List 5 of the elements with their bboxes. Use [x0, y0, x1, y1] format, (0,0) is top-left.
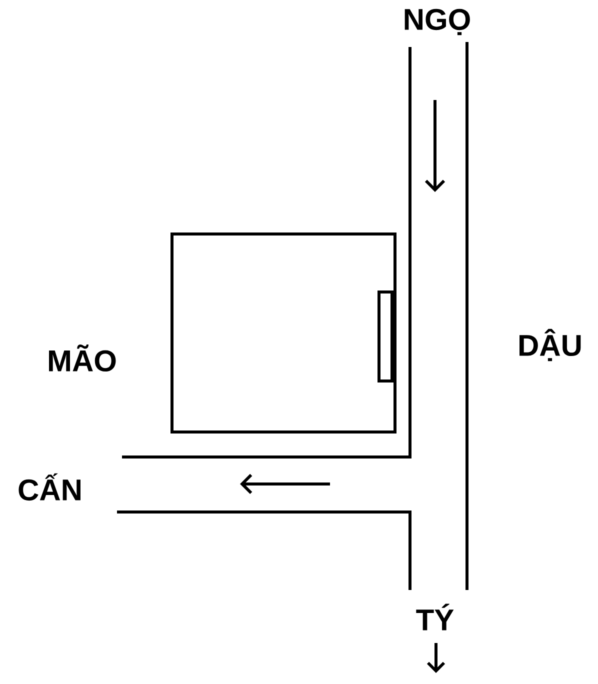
direction-label: TÝ [416, 604, 454, 630]
direction-label: DẬU [520, 328, 581, 362]
direction-label: MÃO [49, 344, 116, 372]
direction-label: CẤN [18, 473, 80, 501]
direction-label: NGỌ [404, 8, 470, 36]
